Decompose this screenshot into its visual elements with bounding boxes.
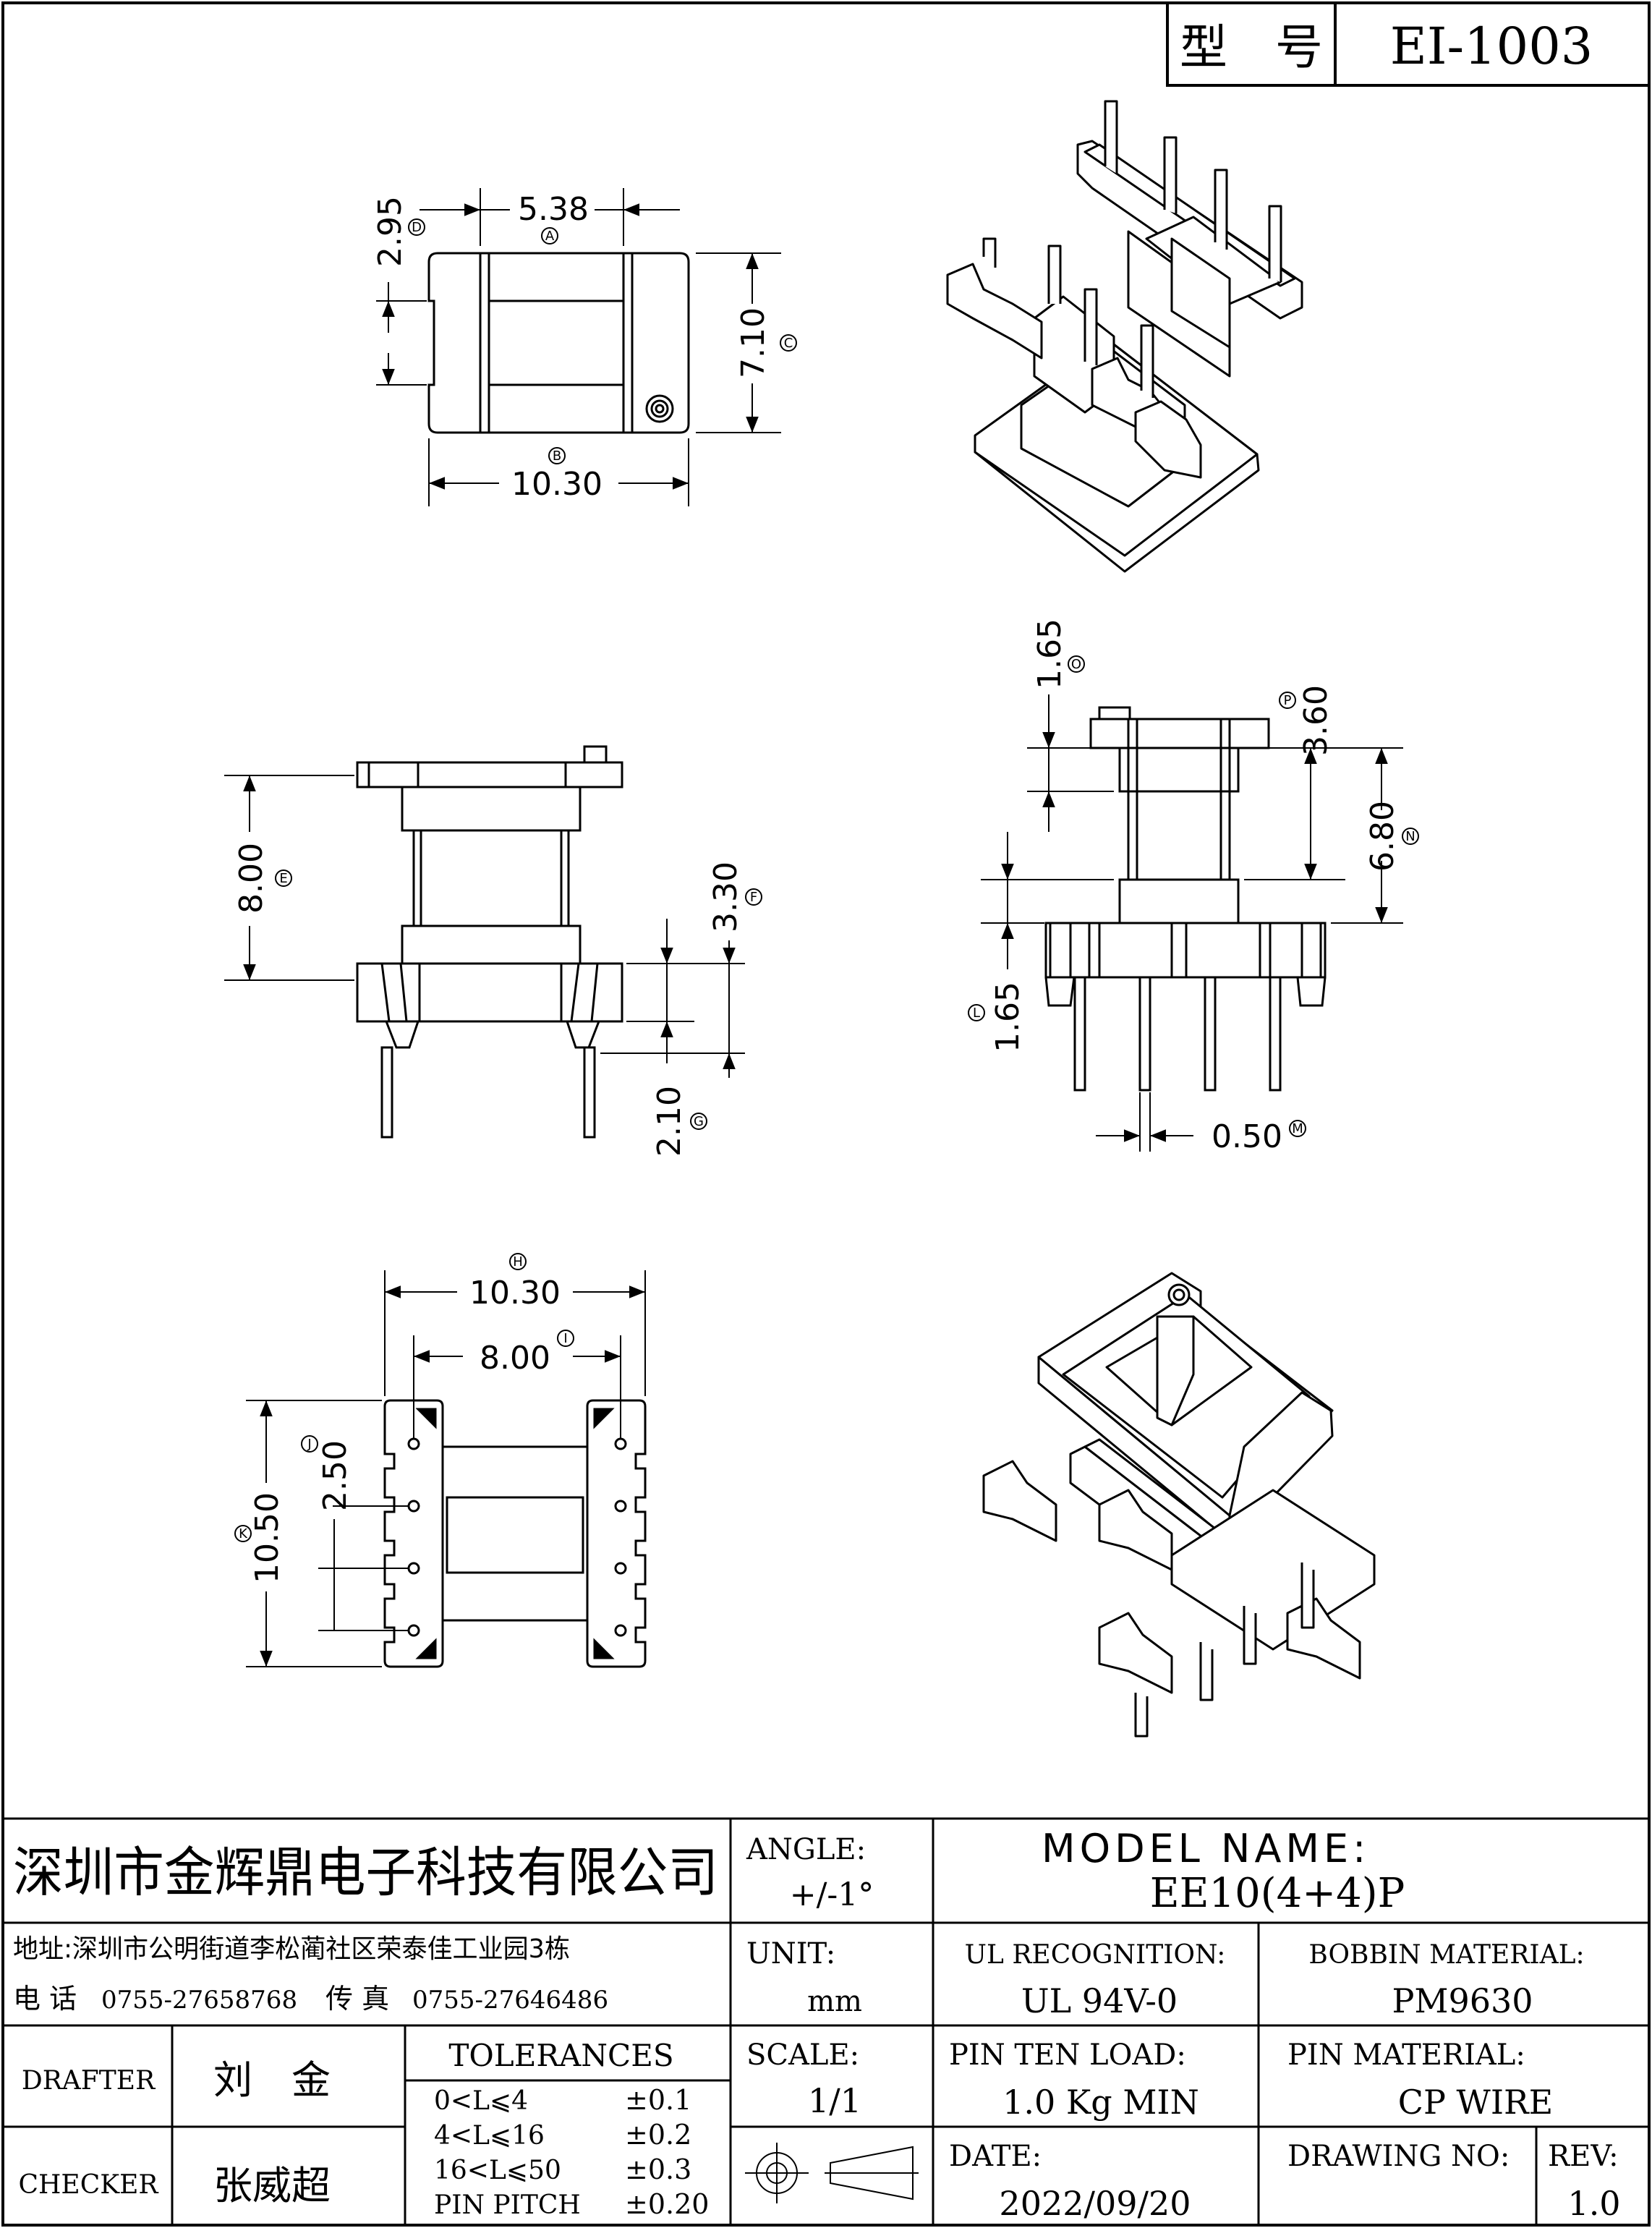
- top-view: [427, 252, 690, 434]
- front-view-dimensions: [224, 775, 745, 1078]
- dim-C-value: 7.10: [735, 307, 772, 378]
- dim-F-value: 3.30: [707, 862, 744, 932]
- top-view-dimensions: [376, 188, 781, 506]
- bottom-view-dimensions: [246, 1270, 646, 1667]
- dim-E-value: 8.00: [233, 843, 270, 914]
- dim-P-value: 3.60: [1298, 685, 1334, 756]
- tolerance-value-4: ±0.20: [625, 2188, 709, 2220]
- pin1-marker-circle: [645, 394, 674, 423]
- company-address: 地址:深圳市公明街道李松蔺社区荣泰佳工业园3栋: [13, 1934, 570, 1964]
- ul-label: UL RECOGNITION:: [965, 1940, 1226, 1970]
- bottom-view: [383, 1399, 647, 1668]
- pin-material-label: PIN MATERIAL:: [1287, 2038, 1525, 2072]
- isometric-view-bottom: [982, 1272, 1376, 1738]
- side-view-dimensions: [981, 694, 1403, 1152]
- dim-L-value: 1.65: [989, 982, 1026, 1053]
- dim-G-marker: G: [694, 1114, 704, 1129]
- model-name-value: EE10(4+4)P: [1150, 1870, 1405, 1917]
- dim-B-marker: B: [553, 448, 561, 464]
- bobbin-value: PM9630: [1392, 1981, 1533, 2020]
- dim-O-value: 1.65: [1031, 618, 1068, 689]
- model-name-label: MODEL NAME:: [1042, 1826, 1370, 1871]
- model-header-box: 型 号 EI-1003: [1166, 1, 1651, 87]
- fax-number: 0755-27646486: [412, 1986, 608, 2015]
- tolerances-title: TOLERANCES: [448, 2038, 673, 2073]
- fax-label: 传 真: [325, 1983, 389, 2015]
- dimension-labels: 5.38 A 10.30 B 7.10 C 2.95 D 8.00 E 3.30…: [233, 191, 1419, 1583]
- dim-J-value: 2.50: [317, 1440, 354, 1511]
- tolerance-value-2: ±0.2: [625, 2119, 691, 2151]
- company-name: 深圳市金辉鼎电子科技有限公司: [13, 1842, 718, 1904]
- pin-material-value: CP WIRE: [1398, 2083, 1553, 2122]
- bobbin-label: BOBBIN MATERIAL:: [1308, 1940, 1584, 1970]
- tolerance-value-1: ±0.1: [625, 2084, 691, 2116]
- type-label: 型 号: [1180, 20, 1323, 75]
- tolerance-range-3: 16<L⩽50: [434, 2156, 561, 2185]
- ul-value: UL 94V-0: [1021, 1981, 1178, 2020]
- dim-E-marker: E: [279, 871, 287, 886]
- title-block-text: 深圳市金辉鼎电子科技有限公司 地址:深圳市公明街道李松蔺社区荣泰佳工业园3栋 电…: [13, 1826, 1621, 2223]
- scale-label: SCALE:: [746, 2038, 859, 2072]
- front-view: [356, 745, 623, 1139]
- dim-I-value: 8.00: [480, 1340, 550, 1377]
- dim-D-value: 2.95: [372, 196, 409, 267]
- dim-H-marker: H: [513, 1254, 523, 1270]
- drafter-label: DRAFTER: [22, 2066, 156, 2096]
- checker-label: CHECKER: [18, 2170, 158, 2200]
- date-label: DATE:: [949, 2140, 1042, 2173]
- dim-B-value: 10.30: [511, 466, 603, 503]
- tolerance-range-4: PIN PITCH: [434, 2190, 581, 2220]
- isometric-view-top: [946, 100, 1303, 573]
- angle-label: ANGLE:: [746, 1833, 866, 1866]
- model-code: EI-1003: [1390, 17, 1593, 76]
- dim-M-marker: M: [1292, 1121, 1303, 1136]
- dim-K-marker: K: [239, 1526, 248, 1542]
- pin-load-label: PIN TEN LOAD:: [949, 2038, 1186, 2072]
- dim-D-marker: D: [412, 220, 422, 235]
- unit-value: mm: [807, 1985, 862, 2018]
- rev-value: 1.0: [1567, 2184, 1620, 2223]
- angle-value: +/-1°: [790, 1876, 874, 1913]
- scale-value: 1/1: [808, 2081, 861, 2120]
- tolerance-value-3: ±0.3: [625, 2153, 691, 2185]
- dim-M-value: 0.50: [1212, 1118, 1282, 1155]
- dim-O-marker: O: [1071, 657, 1081, 672]
- drafter-name: 刘 金: [213, 2057, 331, 2103]
- checker-name: 张威超: [213, 2163, 331, 2208]
- projection-symbol: [745, 2143, 919, 2203]
- date-value: 2022/09/20: [999, 2184, 1191, 2223]
- dim-N-value: 6.80: [1364, 801, 1401, 872]
- dim-C-marker: C: [784, 336, 793, 351]
- dim-N-marker: N: [1405, 829, 1415, 844]
- dim-K-value: 10.50: [249, 1492, 286, 1583]
- dim-J-marker: J: [307, 1437, 311, 1452]
- title-block: [3, 1817, 1649, 2225]
- tolerance-range-1: 0<L⩽4: [434, 2086, 528, 2116]
- dim-A-marker: A: [545, 229, 555, 244]
- pin-load-value: 1.0 Kg MIN: [1002, 2083, 1199, 2122]
- dim-P-marker: P: [1284, 693, 1292, 708]
- dim-H-value: 10.30: [469, 1275, 561, 1311]
- dim-A-value: 5.38: [518, 191, 589, 228]
- phone-number: 0755-27658768: [101, 1986, 297, 2015]
- drawing-no-label: DRAWING NO:: [1287, 2140, 1510, 2173]
- unit-label: UNIT:: [746, 1937, 835, 1970]
- dim-L-marker: L: [973, 1005, 980, 1021]
- dim-F-marker: F: [750, 890, 757, 905]
- front-right-pin: [583, 1046, 596, 1139]
- dim-I-marker: I: [563, 1331, 567, 1346]
- rev-label: REV:: [1548, 2140, 1619, 2173]
- front-left-pin: [380, 1046, 393, 1139]
- dim-G-value: 2.10: [651, 1086, 688, 1157]
- side-view: [1044, 706, 1327, 1092]
- tolerance-range-2: 4<L⩽16: [434, 2121, 545, 2151]
- phone-label: 电 话: [13, 1983, 77, 2015]
